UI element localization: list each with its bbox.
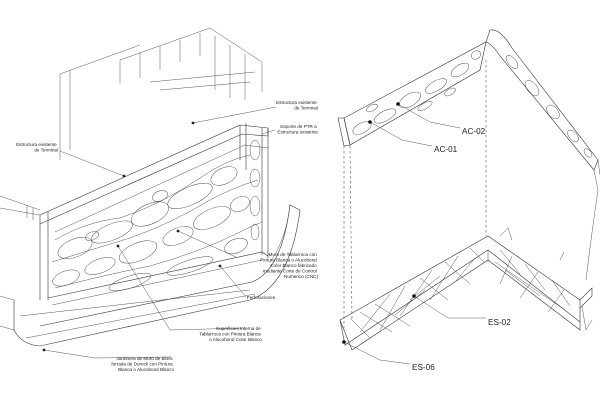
annotation-muro-tablarroca: Muro de Tablarroca con Pintura Blanca o … [260, 252, 318, 279]
annotation-soporte-ptr: Soporte de PTR a Estructura existente [277, 124, 318, 135]
annotation-estructura-existente-left: Estructura existente de Terminal [16, 142, 58, 153]
left-planter-assembly [0, 27, 301, 359]
annotation-jardinera: Jardinera de Muro de Block forrada de Du… [111, 356, 174, 372]
annotation-estructura-existente-top: Estructura existente de Terminal [276, 100, 318, 111]
left-annotations: Estructura existente de Terminal Estruct… [16, 100, 318, 372]
code-es-02: ES-02 [488, 318, 511, 327]
code-es-06: ES-06 [412, 363, 435, 372]
annotation-superficies-interna: Superficies Interna de Tablarroca con Pi… [199, 326, 262, 342]
code-ac-02: AC-02 [462, 127, 486, 136]
right-exploded-assembly [337, 29, 600, 365]
right-annotations: AC-02 AC-01 ES-02 ES-06 [412, 127, 511, 372]
annotation-perforaciones: Perforaciones [247, 295, 276, 300]
code-ac-01: AC-01 [434, 145, 458, 154]
